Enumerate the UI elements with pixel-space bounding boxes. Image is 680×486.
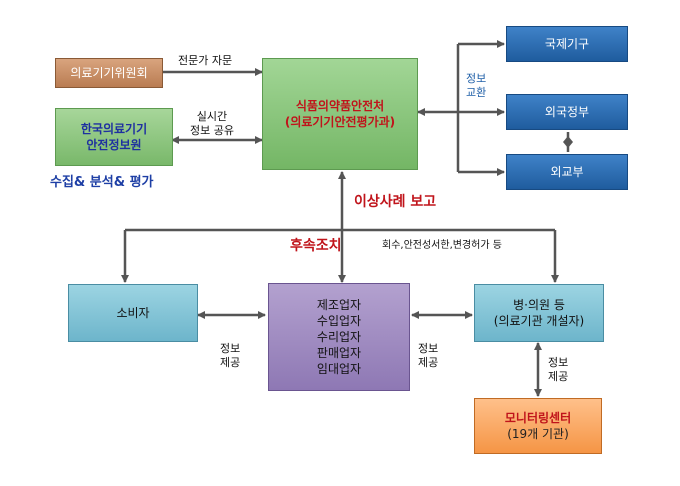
node-monitoring: 모니터링센터 (19개 기관) [474,398,602,454]
label-info-exchange: 정보 교환 [466,72,487,99]
label-expert-advice: 전문가 자문 [178,54,233,67]
label-incident-report: 이상사례 보고 [354,194,437,210]
node-mofa: 외교부 [506,154,628,190]
node-nids: 한국의료기기 안전정보원 [55,108,173,166]
label-followup-detail: 회수,안전성서한,변경허가 등 [382,240,502,251]
node-committee: 의료기기위원회 [55,58,163,88]
label-collect-analyze: 수집& 분석& 평가 [50,175,154,190]
diamond-marker [563,136,573,148]
node-business: 제조업자 수입업자 수리업자 판매업자 임대업자 [268,283,410,391]
label-info-provide-left: 정보 제공 [220,342,241,369]
node-foreign-gov: 외국정부 [506,94,628,130]
node-intl: 국제기구 [506,26,628,62]
node-consumer: 소비자 [68,284,198,342]
label-realtime-share: 실시간 정보 공유 [190,110,234,137]
label-info-provide-mid: 정보 제공 [418,342,439,369]
node-hospital: 병·의원 등 (의료기관 개설자) [474,284,604,342]
label-info-provide-right: 정보 제공 [548,356,569,383]
node-mfds: 식품의약품안전처 (의료기기안전평가과) [262,58,418,170]
label-followup: 후속조치 [290,238,342,254]
